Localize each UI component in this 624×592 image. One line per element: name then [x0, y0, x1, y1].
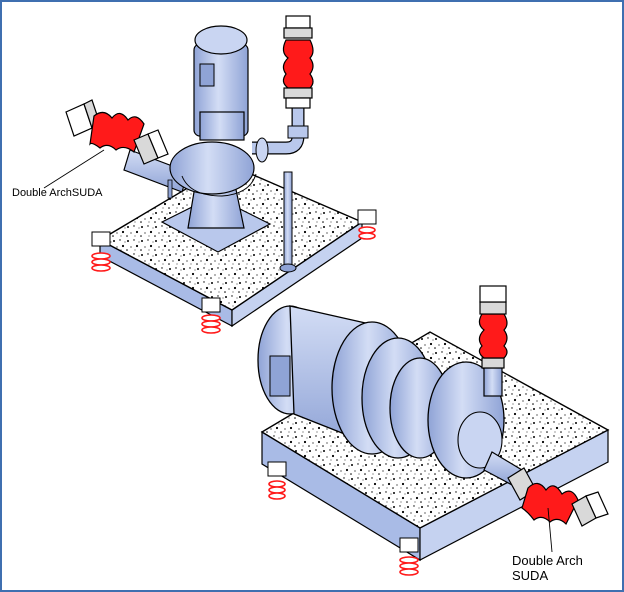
isolator-icon: [357, 209, 377, 240]
vertical-pump-unit: [43, 15, 364, 328]
connector-icon: [89, 111, 145, 153]
isolator-icon: [91, 231, 111, 272]
connector-label-lower-line1: Double Arch: [512, 553, 583, 568]
connector-icon: [521, 482, 579, 526]
connector-label-upper: Double ArchSUDA: [12, 187, 103, 199]
isolator-icon: [201, 297, 221, 334]
connector-icon: [478, 313, 508, 359]
isolator-icon: [267, 461, 287, 500]
connector-icon: [282, 39, 314, 89]
horizontal-pump-unit: [257, 285, 610, 562]
isolator-icon: [399, 537, 419, 576]
connector-label-lower-line2: SUDA: [512, 568, 549, 583]
connector-label-lower: Double Arch SUDA: [512, 553, 583, 583]
